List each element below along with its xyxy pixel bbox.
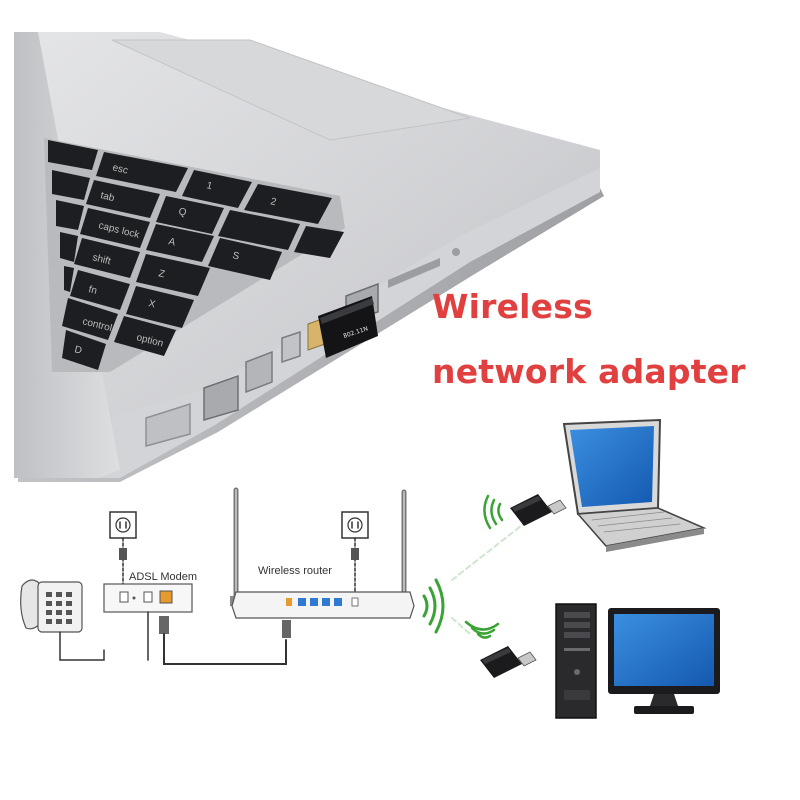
key-legend: 2 [269, 196, 277, 208]
key-legend: X [147, 298, 156, 310]
key-legend: D [73, 344, 83, 356]
key [244, 184, 332, 224]
signal-path [451, 521, 527, 581]
key-legend: tab [99, 190, 116, 204]
key [126, 286, 194, 328]
adsl-modem [103, 583, 287, 665]
key-legend: fn [87, 284, 98, 297]
display-port [281, 330, 301, 364]
wifi-signal-icon [483, 494, 504, 530]
headline-network-adapter: network adapter [432, 352, 746, 391]
laptop-closeup: esc 1 2 tab Q caps lock A S shift Z X fn… [14, 32, 604, 482]
laptop-ports [145, 248, 460, 447]
key [156, 196, 224, 234]
key [182, 170, 252, 208]
monitor-icon [608, 608, 720, 714]
router-label: Wireless router [258, 565, 332, 577]
key [146, 224, 214, 262]
key [80, 208, 150, 248]
wall-socket-icon [109, 511, 137, 585]
key [86, 180, 160, 218]
sd-card-slot [388, 258, 440, 288]
key-legend: S [231, 250, 240, 262]
adapter-body [318, 296, 378, 358]
key [114, 316, 176, 356]
desktop-tower-icon [555, 603, 597, 719]
key [218, 210, 300, 250]
key [70, 270, 130, 310]
wifi-signal-icon [464, 620, 500, 639]
key [62, 298, 118, 340]
key [74, 238, 140, 278]
key-legend: 1 [205, 180, 213, 192]
modem-label: ADSL Modem [129, 571, 198, 583]
key-legend: A [167, 236, 176, 248]
wall-socket-icon [341, 511, 369, 593]
modem-port [159, 590, 173, 604]
key-legend: Z [157, 268, 166, 280]
key [96, 152, 188, 192]
key [56, 200, 84, 230]
key-legend: esc [111, 162, 129, 176]
trackpad [111, 39, 471, 141]
key [62, 330, 106, 370]
wifi-signal-icon [422, 578, 445, 634]
keyboard [48, 140, 344, 370]
ethernet-port [203, 374, 239, 422]
key-legend: 3 [319, 218, 327, 230]
audio-jack [452, 248, 460, 256]
key [60, 232, 78, 262]
key-legend: shift [91, 252, 112, 267]
firewire-port [245, 350, 273, 394]
laptop-icon [562, 418, 707, 552]
key [48, 140, 98, 170]
usb-adapter-icon [510, 494, 567, 526]
signal-path [451, 617, 471, 635]
headline-wireless: Wireless [432, 287, 593, 326]
key-legend: Q [177, 206, 187, 219]
usb-adapter-icon [480, 646, 537, 678]
key [294, 226, 344, 258]
cable-plug [159, 616, 169, 634]
key [52, 170, 90, 200]
network-diagram [20, 418, 720, 719]
cable-plug [282, 620, 291, 638]
wireless-router [230, 487, 415, 638]
telephone-icon [20, 579, 105, 661]
usb-port [145, 402, 191, 447]
key [64, 266, 74, 292]
key [136, 254, 210, 296]
key [208, 238, 282, 280]
usb-adapter-icon: 802.11N [307, 296, 378, 358]
adapter-highlight [320, 298, 374, 324]
